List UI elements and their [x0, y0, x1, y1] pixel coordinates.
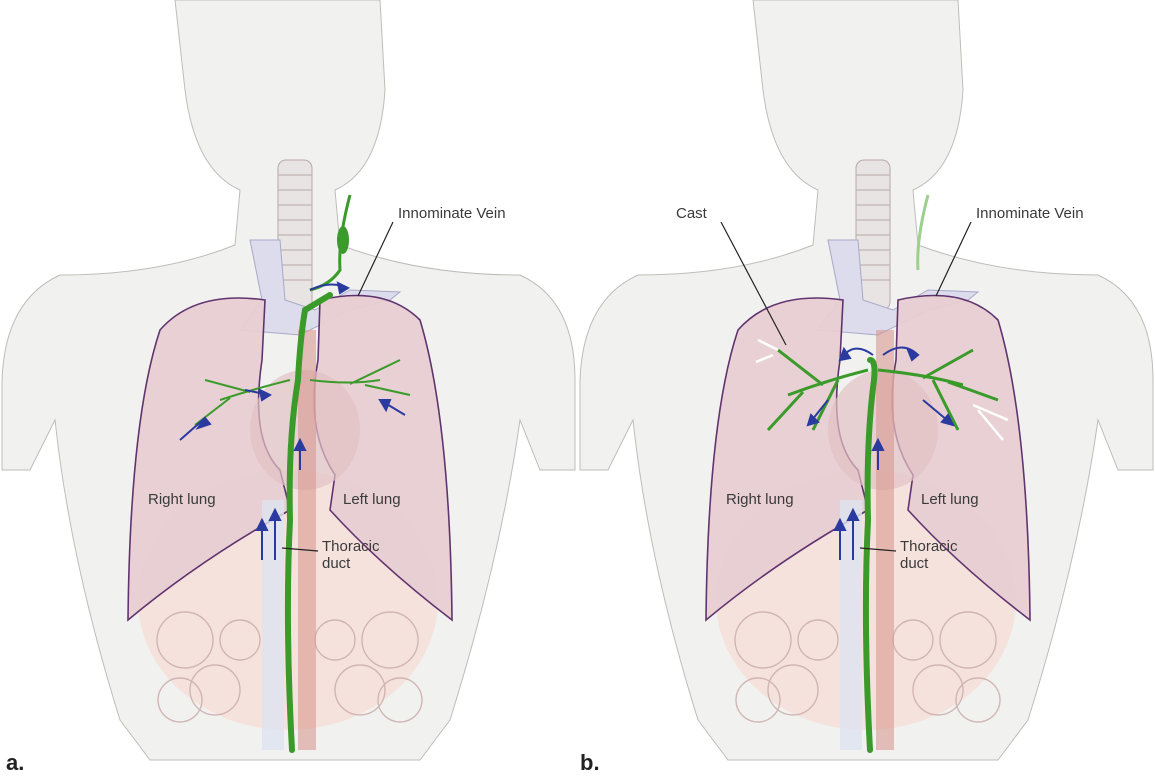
anatomy-illustration-a	[0, 0, 578, 781]
thoracic-duct-label: Thoracic duct	[900, 538, 958, 572]
left-lung-label: Left lung	[343, 491, 401, 508]
aorta	[298, 330, 316, 750]
innominate-vein-label: Innominate Vein	[976, 205, 1084, 222]
left-lung-label: Left lung	[921, 491, 979, 508]
thoracic-duct-label: Thoracic duct	[322, 538, 380, 572]
innominate-vein-label: Innominate Vein	[398, 205, 506, 222]
anatomy-illustration-b	[578, 0, 1155, 781]
panel-a: Innominate Vein Right lung Left lung Tho…	[0, 0, 578, 781]
right-lung-label: Right lung	[148, 491, 216, 508]
spine	[840, 500, 862, 750]
aorta	[876, 330, 894, 750]
spine	[262, 500, 284, 750]
panel-letter: b.	[580, 750, 600, 776]
panel-b: Cast Innominate Vein Right lung Left lun…	[578, 0, 1155, 781]
panel-letter: a.	[6, 750, 24, 776]
cast-label: Cast	[676, 205, 707, 222]
right-lung-label: Right lung	[726, 491, 794, 508]
